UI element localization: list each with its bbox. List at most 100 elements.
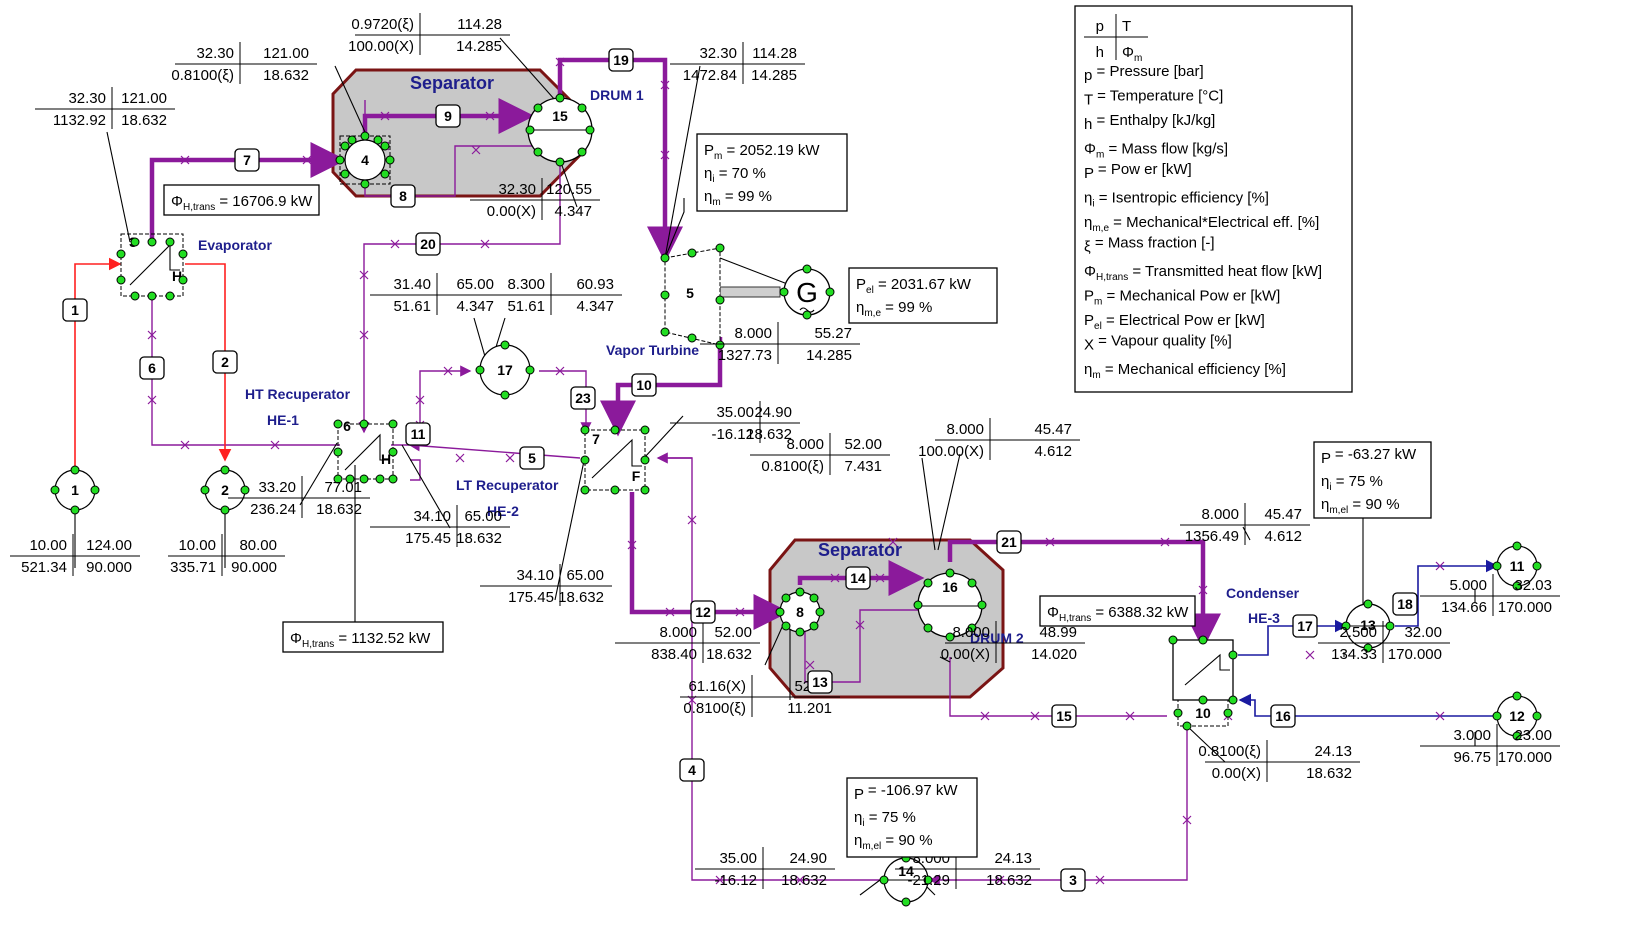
stream-label-21: 21 (996, 530, 1022, 554)
table-cell-br: 170.000 (1388, 646, 1442, 663)
table-cell-tr: 65.00 (566, 567, 604, 584)
table-cell-tr: 24.13 (1314, 743, 1352, 760)
table-cell-tl: 0.8100(ξ) (1198, 743, 1261, 760)
node-13: 13 (1360, 617, 1376, 633)
info-line: ηm,e = 99 % (856, 299, 932, 319)
table-cell-bl: 0.8100(ξ) (761, 458, 824, 475)
stream-label-23: 23 (570, 386, 596, 410)
table-cell-bl: 0.00(X) (1212, 765, 1261, 782)
legend-header-phi: Φm (1122, 44, 1142, 64)
node-2: 2 (221, 482, 229, 498)
stream-number: 9 (444, 108, 452, 124)
stream-number: 11 (411, 426, 426, 442)
table-cell-br: 18.632 (986, 872, 1032, 889)
cooling-out (1395, 559, 1499, 627)
table-cell-br: 170.000 (1498, 599, 1552, 616)
table-cell-br: 4.347 (554, 203, 592, 220)
info-line: ΦH,trans = 16706.9 kW (171, 193, 313, 213)
table-cell-br: 14.285 (456, 38, 502, 55)
table-cell-bl: 51.61 (393, 298, 431, 315)
working-fluid-pipes (151, 100, 1188, 886)
info-line: ηi = 75 % (854, 809, 916, 829)
lt-recuperator-label: LT Recuperator (456, 477, 559, 493)
table-cell-tl: 35.00 (716, 404, 754, 421)
info-line: ηm,el = 90 % (854, 832, 933, 852)
table-cell-tl: 32.30 (498, 181, 536, 198)
table-cell-bl: 175.45 (405, 530, 451, 547)
table-cell-bl: -16.12 (711, 426, 754, 443)
info-box-evap-heat: ΦH,trans = 16706.9 kW (163, 184, 320, 216)
table-cell-br: 18.632 (746, 426, 792, 443)
legend-line: ηi = Isentropic efficiency [%] (1084, 190, 1269, 210)
table-cell-tr: 23.00 (1514, 727, 1552, 744)
drum1-label: DRUM 1 (590, 87, 644, 103)
table-cell-tl: 32.30 (699, 45, 737, 62)
table-cell-tl: 8.000 (786, 436, 824, 453)
stream-label-5: 5 (519, 446, 545, 470)
table-cell-tr: 65.00 (464, 508, 502, 525)
table-cell-br: 170.000 (1498, 749, 1552, 766)
connector-dots (50, 93, 1542, 907)
table-cell-bl: 236.24 (250, 501, 296, 518)
table-cell-tl: 2.500 (1339, 624, 1377, 641)
stream-number: 14 (850, 570, 866, 586)
stream-label-17: 17 (1292, 614, 1318, 638)
table-cell-tl: 32.30 (68, 90, 106, 107)
stream-number: 6 (148, 360, 156, 376)
table-cell-bl: 1356.49 (1185, 528, 1239, 545)
table-cell-br: 4.347 (456, 298, 494, 315)
lt-recuperator: 7 F (584, 429, 646, 491)
legend-line: Pel = Electrical Pow er [kW] (1084, 312, 1265, 332)
table-cell-tr: 55.27 (814, 325, 852, 342)
legend-header-h: h (1096, 44, 1104, 61)
table-cell-bl: 100.00(X) (918, 443, 984, 460)
table-cell-br: 18.632 (316, 501, 362, 518)
table-cell-bl: 0.00(X) (487, 203, 536, 220)
table-cell-tr: 121.00 (263, 45, 309, 62)
stream-label-8: 8 (390, 184, 416, 208)
node-17: 17 (497, 362, 513, 378)
table-cell-bl: 0.8100(ξ) (683, 700, 746, 717)
stream-number: 17 (1297, 618, 1313, 634)
table-cell-tr: 24.13 (994, 850, 1032, 867)
legend-box (1074, 5, 1353, 393)
stream-label-2: 2 (212, 350, 238, 374)
table-cell-tr: 80.00 (239, 537, 277, 554)
table-cell-br: 18.632 (781, 872, 827, 889)
table-cell-br: 18.632 (1306, 765, 1352, 782)
lt-recup-f: F (632, 468, 641, 484)
legend-line: Pm = Mechanical Pow er [kW] (1084, 288, 1280, 308)
table-cell-tr: 52.00 (844, 436, 882, 453)
stream-number: 8 (399, 188, 407, 204)
vapor-turbine-label: Vapor Turbine (606, 342, 699, 358)
ht-recuperator-label: HT Recuperator (245, 386, 351, 402)
stream-label-10: 10 (631, 373, 657, 397)
info-line: Pm = 2052.19 kW (704, 142, 820, 162)
condenser-label: Condenser (1226, 585, 1300, 601)
cooling-in (1238, 693, 1500, 717)
info-line: ηi = 75 % (1321, 473, 1383, 493)
cooling-mid (1238, 619, 1348, 656)
table-cell-br: 14.020 (1031, 646, 1077, 663)
info-line: P = -106.97 kW (854, 782, 958, 803)
table-cell-br: 7.431 (844, 458, 882, 475)
node-11: 11 (1510, 558, 1525, 574)
table-cell-bl: -21.29 (907, 872, 950, 889)
info-line: ΦH,trans = 6388.32 kW (1047, 604, 1189, 624)
table-cell-bl: 0.8100(ξ) (171, 67, 234, 84)
node-12: 12 (1509, 708, 1525, 724)
generator-symbol: G (796, 277, 818, 308)
evaporator-label: Evaporator (198, 237, 272, 253)
condenser-id: HE-3 (1248, 610, 1280, 626)
